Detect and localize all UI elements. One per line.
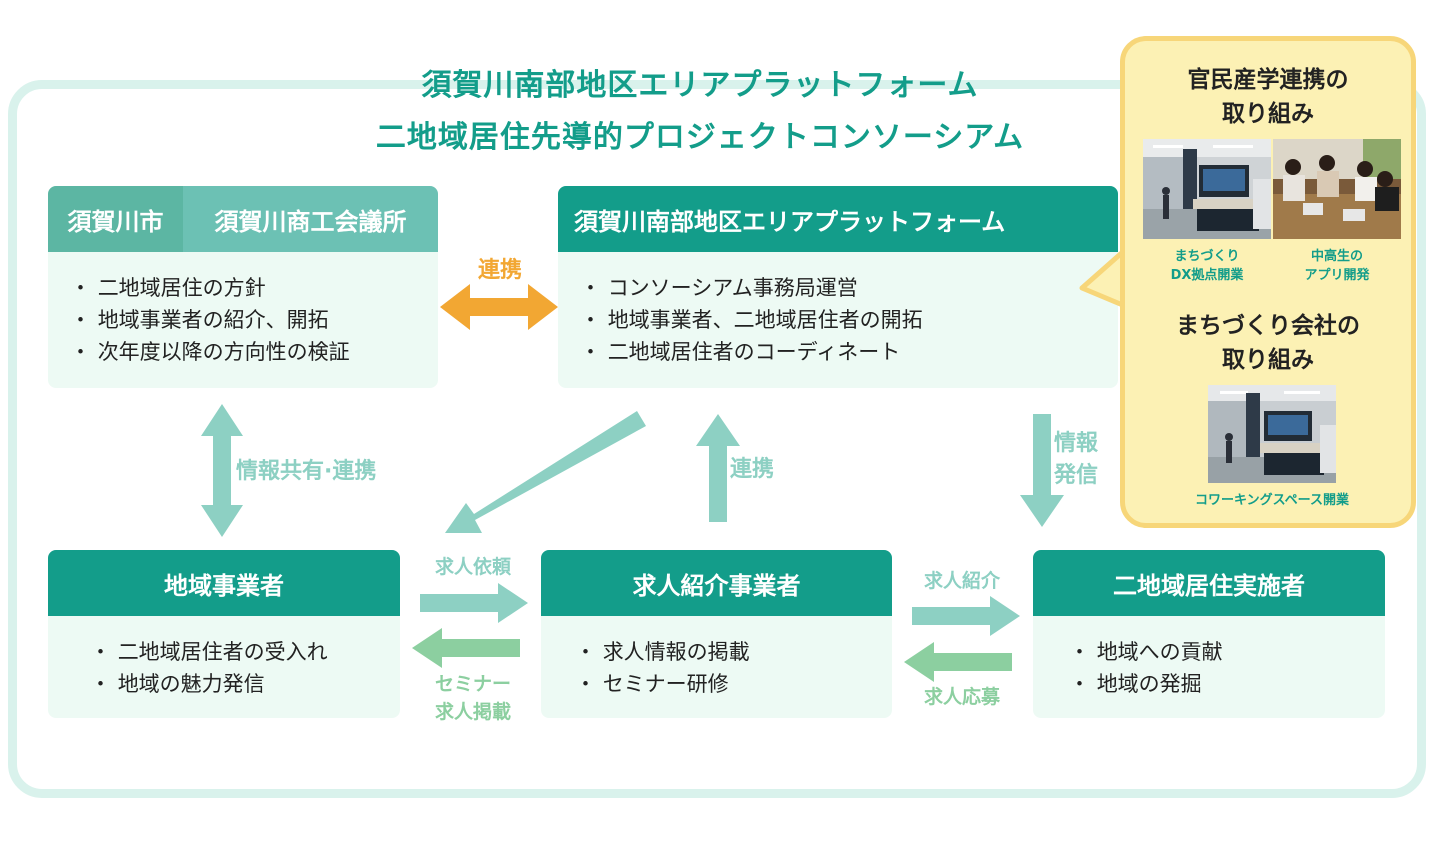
chamber-header: 須賀川商工会議所: [183, 186, 438, 252]
resident-header: 二地域居住実施者: [1033, 550, 1385, 616]
dx-caption: まちづくり DX拠点開業: [1143, 247, 1271, 285]
list-item: 次年度以降の方向性の検証: [70, 336, 438, 368]
callout-heading-2-line1: まちづくり会社の: [1176, 313, 1360, 339]
callout-heading-2: まちづくり会社の 取り組み: [1125, 309, 1411, 377]
job-request-label: 求人依頼: [434, 556, 511, 578]
info-send-line1: 情報: [1054, 431, 1099, 456]
callout-heading-1-line1: 官民産学連携の: [1187, 67, 1349, 93]
list-item: コンソーシアム事務局運営: [580, 272, 1118, 304]
coworking-photo: [1208, 385, 1336, 483]
coworking-caption: コワーキングスペース開業: [1194, 493, 1350, 508]
local-business-items: 二地域居住者の受入れ 地域の魅力発信: [48, 636, 400, 700]
job-request-arrow: [420, 583, 528, 623]
seminar-line2: 求人掲載: [434, 701, 511, 723]
app-caption-line1: 中高生の: [1310, 249, 1363, 264]
city-header: 須賀川市: [48, 186, 183, 252]
dx-caption-line1: まちづくり: [1174, 249, 1240, 264]
callout-heading-1-line2: 取り組み: [1222, 101, 1314, 127]
list-item: 二地域居住者の受入れ: [90, 636, 400, 668]
diagram-title-line2: 二地域居住先導的プロジェクトコンソーシアム: [375, 120, 1025, 155]
initiatives-callout: 官民産学連携の 取り組み: [1120, 36, 1416, 528]
resident-box: 二地域居住実施者 地域への貢献 地域の発掘: [1033, 550, 1385, 718]
seminar-label: セミナー 求人掲載: [413, 670, 533, 726]
seminar-line1: セミナー: [434, 673, 511, 695]
list-item: 求人情報の掲載: [575, 636, 892, 668]
info-share-double-arrow: [201, 404, 243, 537]
job-intro-arrow: [912, 596, 1020, 636]
resident-items: 地域への貢献 地域の発掘: [1033, 636, 1385, 700]
info-share-label: 情報共有·連携: [236, 459, 377, 484]
dx-office-photo: [1143, 139, 1271, 239]
job-agency-items: 求人情報の掲載 セミナー研修: [541, 636, 892, 700]
list-item: 二地域居住の方針: [70, 272, 438, 304]
platform-box: 須賀川南部地区エリアプラットフォーム コンソーシアム事務局運営 地域事業者、二地…: [558, 186, 1118, 388]
government-items: 二地域居住の方針 地域事業者の紹介、開拓 次年度以降の方向性の検証: [48, 272, 438, 368]
agency-to-platform-arrow: [696, 414, 740, 522]
platform-items: コンソーシアム事務局運営 地域事業者、二地域居住者の開拓 二地域居住者のコーディ…: [558, 272, 1118, 368]
list-item: 地域事業者、二地域居住者の開拓: [580, 304, 1118, 336]
job-apply-arrow: [904, 642, 1012, 682]
info-send-line2: 発信: [1054, 463, 1099, 488]
list-item: 地域への貢献: [1069, 636, 1385, 668]
job-apply-label: 求人応募: [923, 686, 1000, 708]
app-caption: 中高生の アプリ開発: [1273, 247, 1401, 285]
list-item: 地域の魅力発信: [90, 668, 400, 700]
cooperation-label-mid: 連携: [730, 457, 775, 482]
platform-to-resident-arrow: [1020, 414, 1064, 527]
info-send-label: 情報 発信: [1054, 428, 1114, 492]
cooperation-double-arrow: [440, 284, 558, 330]
government-box: 須賀川市 須賀川商工会議所 二地域居住の方針 地域事業者の紹介、開拓 次年度以降…: [48, 186, 438, 388]
list-item: 地域事業者の紹介、開拓: [70, 304, 438, 336]
app-development-photo: [1273, 139, 1401, 239]
callout-heading-2-line2: 取り組み: [1222, 347, 1314, 373]
job-agency-header: 求人紹介事業者: [541, 550, 892, 616]
list-item: セミナー研修: [575, 668, 892, 700]
dx-caption-line2: DX拠点開業: [1170, 268, 1244, 283]
cooperation-label: 連携: [477, 258, 522, 283]
local-business-header: 地域事業者: [48, 550, 400, 616]
platform-header: 須賀川南部地区エリアプラットフォーム: [558, 186, 1118, 252]
platform-to-local-arrow: [445, 411, 646, 533]
job-agency-box: 求人紹介事業者 求人情報の掲載 セミナー研修: [541, 550, 892, 718]
seminar-arrow: [412, 628, 520, 668]
app-caption-line2: アプリ開発: [1304, 268, 1370, 283]
local-business-box: 地域事業者 二地域居住者の受入れ 地域の魅力発信: [48, 550, 400, 718]
list-item: 地域の発掘: [1069, 668, 1385, 700]
callout-heading-1: 官民産学連携の 取り組み: [1125, 63, 1411, 131]
list-item: 二地域居住者のコーディネート: [580, 336, 1118, 368]
diagram-title-line1: 須賀川南部地区エリアプラットフォーム: [421, 68, 979, 103]
job-intro-label: 求人紹介: [923, 570, 1000, 592]
